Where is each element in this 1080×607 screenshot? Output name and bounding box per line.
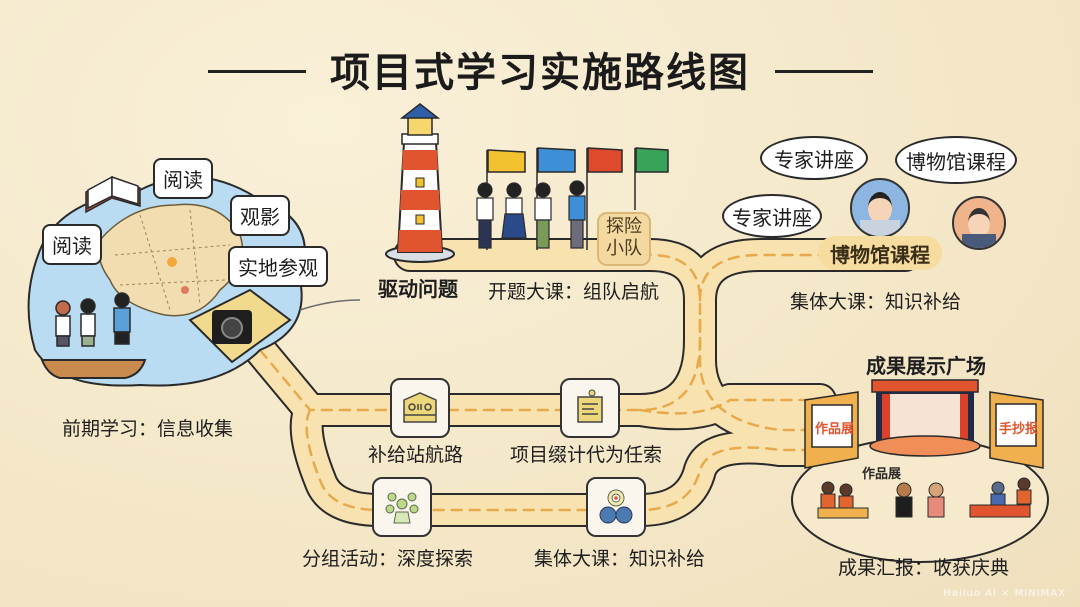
bubble-reading-left: 阅读	[42, 224, 102, 265]
supply-station-icon	[403, 392, 437, 423]
showcase-heading: 成果展示广场	[866, 354, 986, 378]
tag-line-2: 小队	[606, 238, 642, 259]
target-team-icon	[599, 489, 633, 524]
face-icon	[968, 208, 990, 238]
caption-group-activity: 分组活动：深度探索	[302, 548, 474, 570]
museum-educator-avatar	[952, 196, 1006, 250]
caption-task-breakdown: 项目缀计代为任索	[510, 444, 663, 466]
flags	[486, 147, 669, 250]
supply-station-node[interactable]	[390, 378, 450, 438]
board-bottom-label: 作品展	[862, 467, 902, 482]
lighthouse	[385, 103, 455, 263]
page-title: 项目式学习实施路线图	[330, 50, 750, 96]
title-rule-right	[775, 70, 873, 73]
caption-showcase: 成果汇报：收获庆典	[838, 557, 1010, 579]
caption-kickoff: 开题大课：组队启航	[488, 281, 660, 303]
caption-info-collect: 前期学习：信息收集	[62, 418, 234, 440]
camera-on-notebook	[188, 288, 292, 364]
board-left-label: 作品展	[815, 422, 855, 437]
caption-knowledge-top: 集体大课：知识补给	[790, 291, 962, 313]
watermark: Hailuo AI × MINIMAX	[943, 588, 1066, 599]
bubble-reading-top: 阅读	[153, 158, 213, 199]
kickoff-kids	[476, 180, 586, 249]
display-boards	[804, 391, 1044, 469]
title-rule-left	[208, 70, 306, 73]
board-right-label: 手抄报	[999, 422, 1039, 437]
knowledge-bottom-node[interactable]	[586, 477, 646, 537]
boat	[40, 359, 147, 379]
jacket-icon	[962, 234, 996, 248]
group-people-icon	[385, 492, 419, 524]
caption-supply-station: 补给站航路	[368, 444, 464, 466]
open-book	[85, 175, 141, 214]
task-breakdown-node[interactable]	[560, 378, 620, 438]
shirt-icon	[860, 220, 900, 236]
bubble-film: 观影	[230, 195, 290, 236]
caption-driving-question: 驱动问题	[378, 277, 458, 301]
stage	[869, 379, 981, 457]
caption-knowledge-bottom: 集体大课：知识补给	[534, 548, 706, 570]
notepad-icon	[577, 389, 603, 423]
museum-course-pill: 博物馆课程	[818, 236, 942, 270]
bubble-museum-course: 博物馆课程	[895, 136, 1017, 184]
audience	[817, 477, 1032, 519]
face-icon	[868, 192, 892, 224]
tag-line-1: 探险	[606, 216, 642, 237]
expedition-team-tag: 探险 小队	[597, 212, 651, 266]
bubble-expert-lecture-top: 专家讲座	[760, 136, 868, 180]
bubble-field-visit: 实地参观	[228, 246, 328, 287]
group-activity-node[interactable]	[372, 477, 432, 537]
bubble-expert-lecture-left: 专家讲座	[722, 194, 822, 238]
expert-avatar	[850, 178, 910, 238]
